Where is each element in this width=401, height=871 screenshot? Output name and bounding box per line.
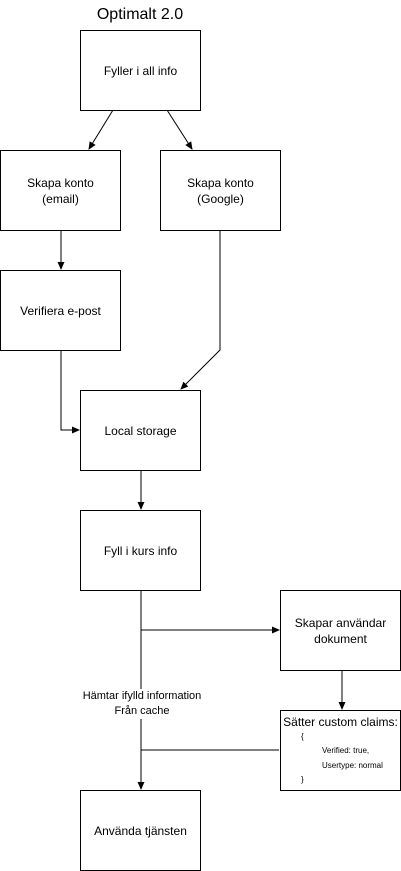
edge-verify-to-storage <box>60 350 80 434</box>
edge-google-to-storage <box>180 230 221 390</box>
node-create-account-google-line2: (Google) <box>197 191 244 206</box>
node-fill-info: Fyller i all info <box>80 30 201 111</box>
node-create-account-email-line2: (email) <box>42 191 79 206</box>
node-use-service: Använda tjänsten <box>80 790 201 871</box>
node-course-info: Fyll i kurs info <box>80 510 201 591</box>
node-fill-info-label: Fyller i all info <box>103 63 178 78</box>
node-create-user-document-line1: Skapar användar <box>294 615 387 630</box>
edge-fill-to-google <box>166 109 193 150</box>
node-verify-email: Verifiera e-post <box>0 270 121 351</box>
node-create-account-email-line1: Skapa konto <box>27 175 94 190</box>
node-create-user-document: Skapar användar dokument <box>280 590 401 671</box>
edge-fill-to-email <box>88 109 114 150</box>
custom-claims-close-brace: } <box>301 775 304 784</box>
edge-label-line1: Hämtar ifylld information <box>82 690 202 702</box>
node-local-storage: Local storage <box>80 390 201 471</box>
node-create-account-email: Skapa konto (email) <box>0 150 121 231</box>
node-local-storage-label: Local storage <box>104 423 177 438</box>
diagram-title: Optimalt 2.0 <box>96 6 184 23</box>
node-custom-claims: Sätter custom claims: { Verified: true, … <box>280 710 401 791</box>
node-create-account-google: Skapa konto (Google) <box>160 150 281 231</box>
edge-label-cache: Hämtar ifylld information Från cache <box>76 689 208 719</box>
node-verify-email-label: Verifiera e-post <box>20 303 101 318</box>
edge-label-line2: Från cache <box>114 705 170 717</box>
custom-claims-usertype: Usertype: normal <box>322 761 383 770</box>
node-create-account-google-line1: Skapa konto <box>187 175 254 190</box>
node-create-user-document-line2: dokument <box>314 631 367 646</box>
node-course-info-label: Fyll i kurs info <box>103 543 178 558</box>
custom-claims-verified: Verified: true, <box>322 746 370 755</box>
custom-claims-open-brace: { <box>301 732 304 741</box>
node-use-service-label: Använda tjänsten <box>94 823 187 838</box>
custom-claims-title: Sätter custom claims: <box>283 715 398 729</box>
